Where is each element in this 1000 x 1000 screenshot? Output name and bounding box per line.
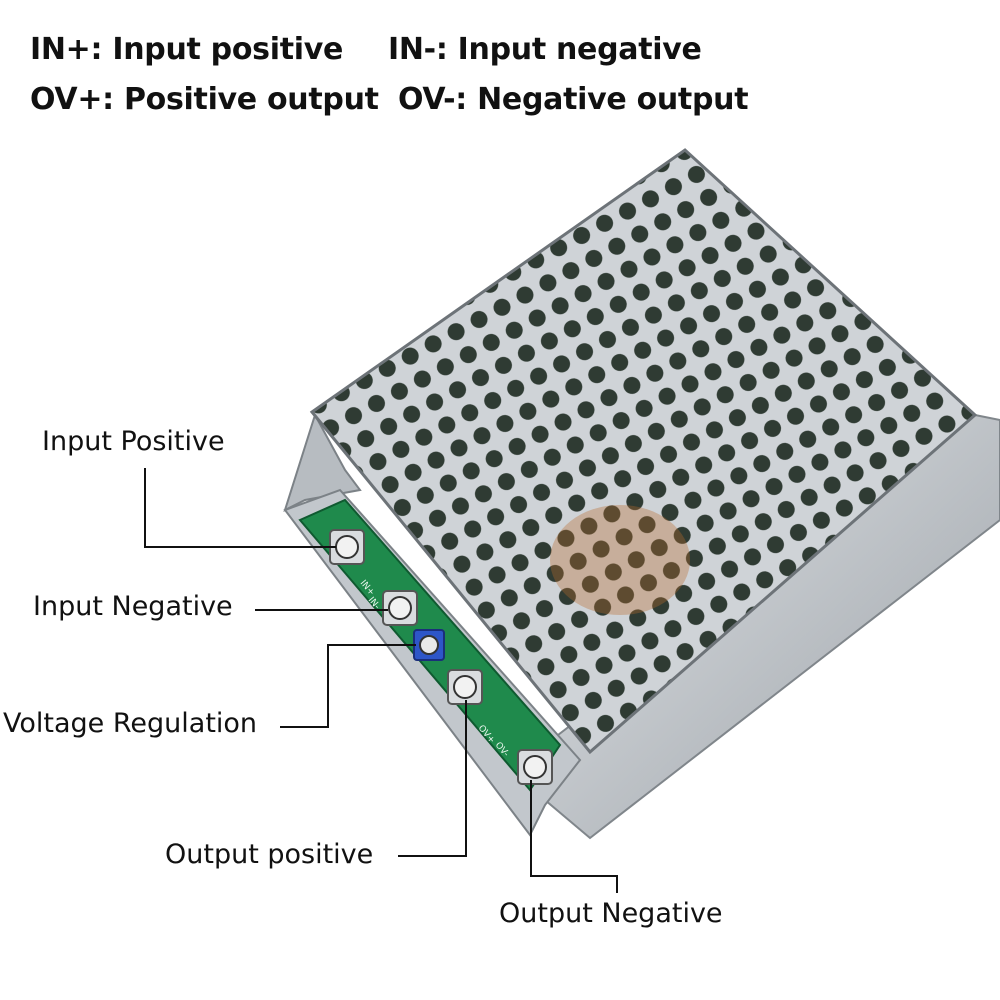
- terminal-ov-minus-screw: [517, 749, 553, 785]
- terminal-ov-plus-screw: [447, 669, 483, 705]
- legend-ov-negative: OV-: Negative output: [398, 82, 749, 117]
- label-output-positive: Output positive: [165, 839, 374, 870]
- leader-output-negative: [530, 780, 618, 893]
- leader-voltage-regulation: [280, 644, 416, 728]
- inductor-coil: [550, 505, 690, 615]
- label-voltage-regulation: Voltage Regulation: [3, 708, 258, 739]
- label-input-positive: Input Positive: [42, 426, 225, 457]
- voltage-potentiometer: [413, 629, 445, 661]
- terminal-in-minus-screw: [382, 590, 418, 626]
- legend-in-negative: IN-: Input negative: [388, 32, 702, 67]
- legend-ov-positive: OV+: Positive output: [30, 82, 379, 117]
- label-input-negative: Input Negative: [33, 591, 233, 622]
- legend-in-positive: IN+: Input positive: [30, 32, 344, 67]
- perforated-cover: [309, 148, 978, 755]
- leader-output-positive: [398, 700, 467, 857]
- label-output-negative: Output Negative: [499, 898, 723, 929]
- terminal-in-plus-screw: [329, 529, 365, 565]
- leader-input-positive: [144, 468, 336, 548]
